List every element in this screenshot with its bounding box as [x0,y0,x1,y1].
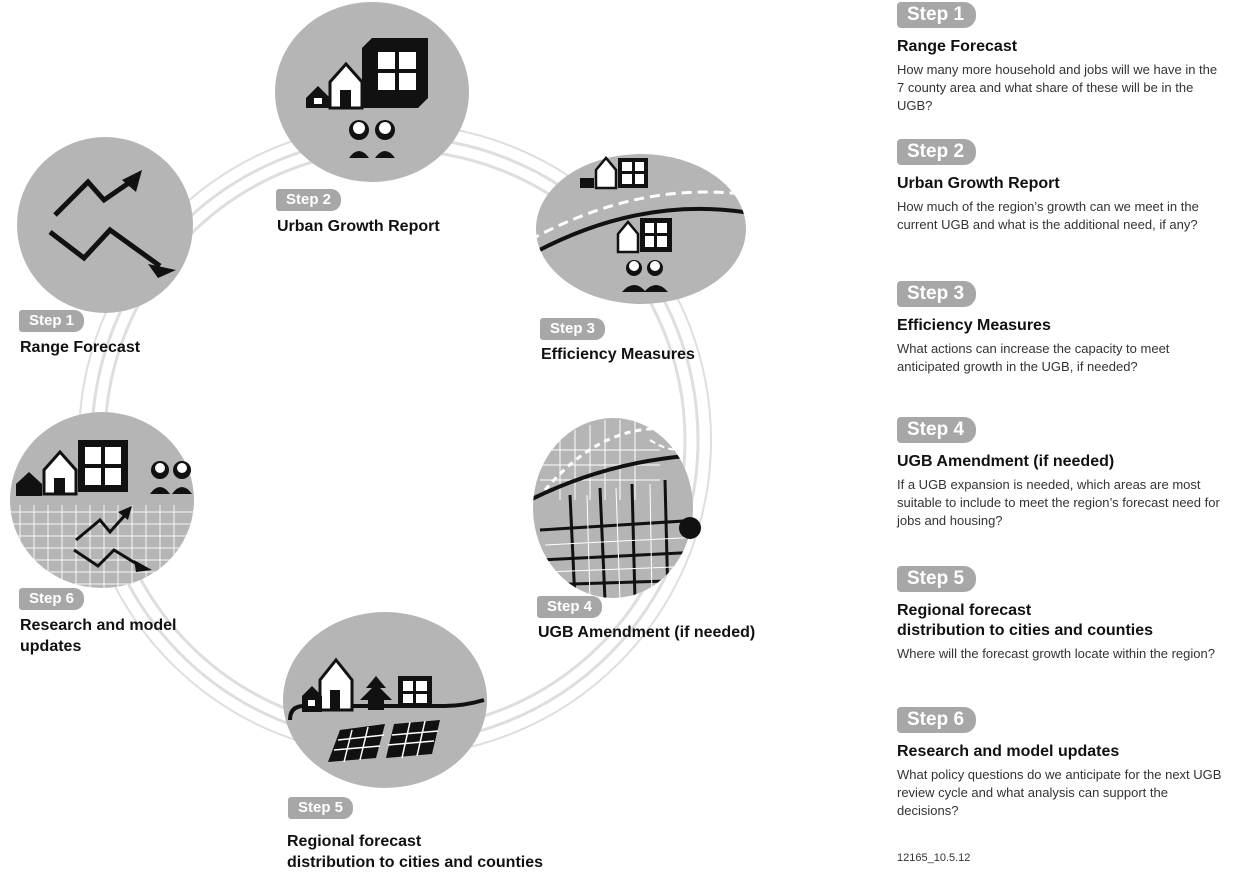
panel-step-4-badge: Step 4 [897,417,977,443]
step5-label-line-2: distribution to cities and counties [287,854,544,871]
step4-badge: Step 4 [537,596,603,618]
panel-step-5-title: Regional forecast distribution to cities… [897,601,1227,641]
step2-illustration [275,2,469,182]
panel-step-2: Step 2 Urban Growth Report How much of t… [897,139,1227,234]
panel-step-6-title-line: Research and model updates [897,743,1120,760]
panel-step-1-badge: Step 1 [897,2,977,28]
panel-step-1-title: Range Forecast [897,37,1227,57]
panel-step-5-title-line-2: distribution to cities and counties [897,622,1154,639]
step1-badge: Step 1 [19,310,85,332]
document-code: 12165_10.5.12 [897,852,971,864]
step2-label: Urban Growth Report [277,216,440,237]
panel-step-3-title-line: Efficiency Measures [897,317,1051,334]
step3-label: Efficiency Measures [541,344,695,365]
panel-step-6-desc: What policy questions do we anticipate f… [897,767,1222,818]
panel-step-3-desc: What actions can increase the capacity t… [897,341,1170,374]
panel-step-4-title: UGB Amendment (if needed) [897,452,1227,472]
panel-step-2-title-line: Urban Growth Report [897,175,1060,192]
step4-label: UGB Amendment (if needed) [538,622,755,643]
panel-step-6-title: Research and model updates [897,742,1227,762]
step5-illustration [283,612,487,788]
panel-step-3: Step 3 Efficiency Measures What actions … [897,281,1227,376]
panel-step-5-badge: Step 5 [897,566,977,592]
panel-step-3-badge: Step 3 [897,281,977,307]
panel-step-4: Step 4 UGB Amendment (if needed) If a UG… [897,417,1227,530]
step6-label-line-1: Research and model [20,617,177,634]
panel-step-2-badge: Step 2 [897,139,977,165]
panel-step-6: Step 6 Research and model updates What p… [897,707,1227,820]
step3-illustration [536,154,746,304]
panel-step-5-desc: Where will the forecast growth locate wi… [897,646,1215,661]
step6-label: Research and model updates [20,615,177,657]
panel-step-1-desc: How many more household and jobs will we… [897,62,1218,113]
panel-step-4-title-line: UGB Amendment (if needed) [897,453,1115,470]
step6-badge: Step 6 [19,588,85,610]
panel-step-1: Step 1 Range Forecast How many more hous… [897,2,1227,115]
step1-label-line: Range Forecast [20,339,141,356]
cycle-diagram: Step 2 Urban Growth Report Step 1 Range … [10,2,755,873]
panel-step-6-badge: Step 6 [897,707,977,733]
step2-badge: Step 2 [276,189,342,211]
panel-step-5: Step 5 Regional forecast distribution to… [897,566,1227,663]
step1-label: Range Forecast [20,337,140,358]
step5-badge: Step 5 [288,797,354,819]
panel-step-5-title-line-1: Regional forecast [897,602,1032,619]
step6-label-line-2: updates [20,638,82,655]
panel-step-1-title-line: Range Forecast [897,38,1018,55]
step4-label-line: UGB Amendment (if needed) [538,624,756,641]
step6-illustration [10,412,194,588]
step1-illustration [17,137,193,313]
step3-badge: Step 3 [540,318,606,340]
step5-label: Regional forecast distribution to cities… [287,831,543,873]
cycle-diagram-graphic [10,2,746,788]
panel-step-3-title: Efficiency Measures [897,316,1227,336]
panel-step-4-desc: If a UGB expansion is needed, which area… [897,477,1220,528]
panel-step-2-title: Urban Growth Report [897,174,1227,194]
panel-step-2-desc: How much of the region’s growth can we m… [897,199,1199,232]
step4-illustration [533,418,701,598]
step3-label-line: Efficiency Measures [541,346,695,363]
step5-label-line-1: Regional forecast [287,833,422,850]
step2-label-line: Urban Growth Report [277,218,440,235]
